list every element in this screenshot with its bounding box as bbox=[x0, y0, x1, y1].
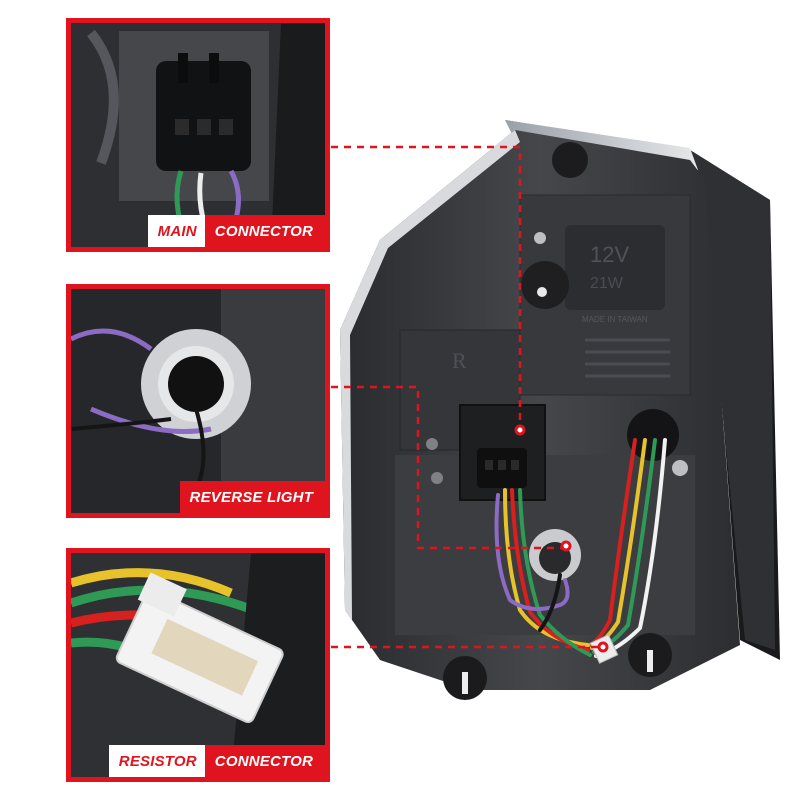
callout-reverse-light-label: REVERSE LIGHT bbox=[179, 481, 325, 513]
reverse-light-closeup bbox=[71, 289, 325, 513]
main-connector-socket bbox=[459, 404, 546, 501]
label-word-main: MAIN bbox=[147, 215, 205, 247]
callout-resistor-connector-label: RESISTOR CONNECTOR bbox=[108, 745, 325, 777]
mounting-studs bbox=[426, 142, 688, 700]
resistor-connector-closeup bbox=[71, 553, 325, 777]
resistor-plug bbox=[115, 572, 284, 724]
connector-plug bbox=[156, 61, 251, 171]
label-word-connector: CONNECTOR bbox=[204, 215, 325, 247]
callout-resistor-connector: RESISTOR CONNECTOR bbox=[66, 548, 330, 782]
housing-letter-r: R bbox=[452, 348, 467, 373]
reverse-bulb-socket bbox=[529, 529, 581, 581]
callout-reverse-light: REVERSE LIGHT bbox=[66, 284, 330, 518]
callout-main-connector: MAIN CONNECTOR bbox=[66, 18, 330, 252]
label-word-connector-2: CONNECTOR bbox=[204, 745, 325, 777]
label-word-resistor: RESISTOR bbox=[108, 745, 205, 777]
main-connector-closeup bbox=[71, 23, 325, 247]
label-word-reverse-light: REVERSE LIGHT bbox=[179, 481, 325, 513]
callout-leader-lines bbox=[318, 145, 603, 649]
housing-made-in-text: MADE IN TAIWAN bbox=[582, 315, 648, 324]
housing-voltage-text: 12V bbox=[590, 242, 629, 267]
housing-wattage-text: 21W bbox=[590, 275, 624, 292]
callout-main-connector-label: MAIN CONNECTOR bbox=[147, 215, 325, 247]
